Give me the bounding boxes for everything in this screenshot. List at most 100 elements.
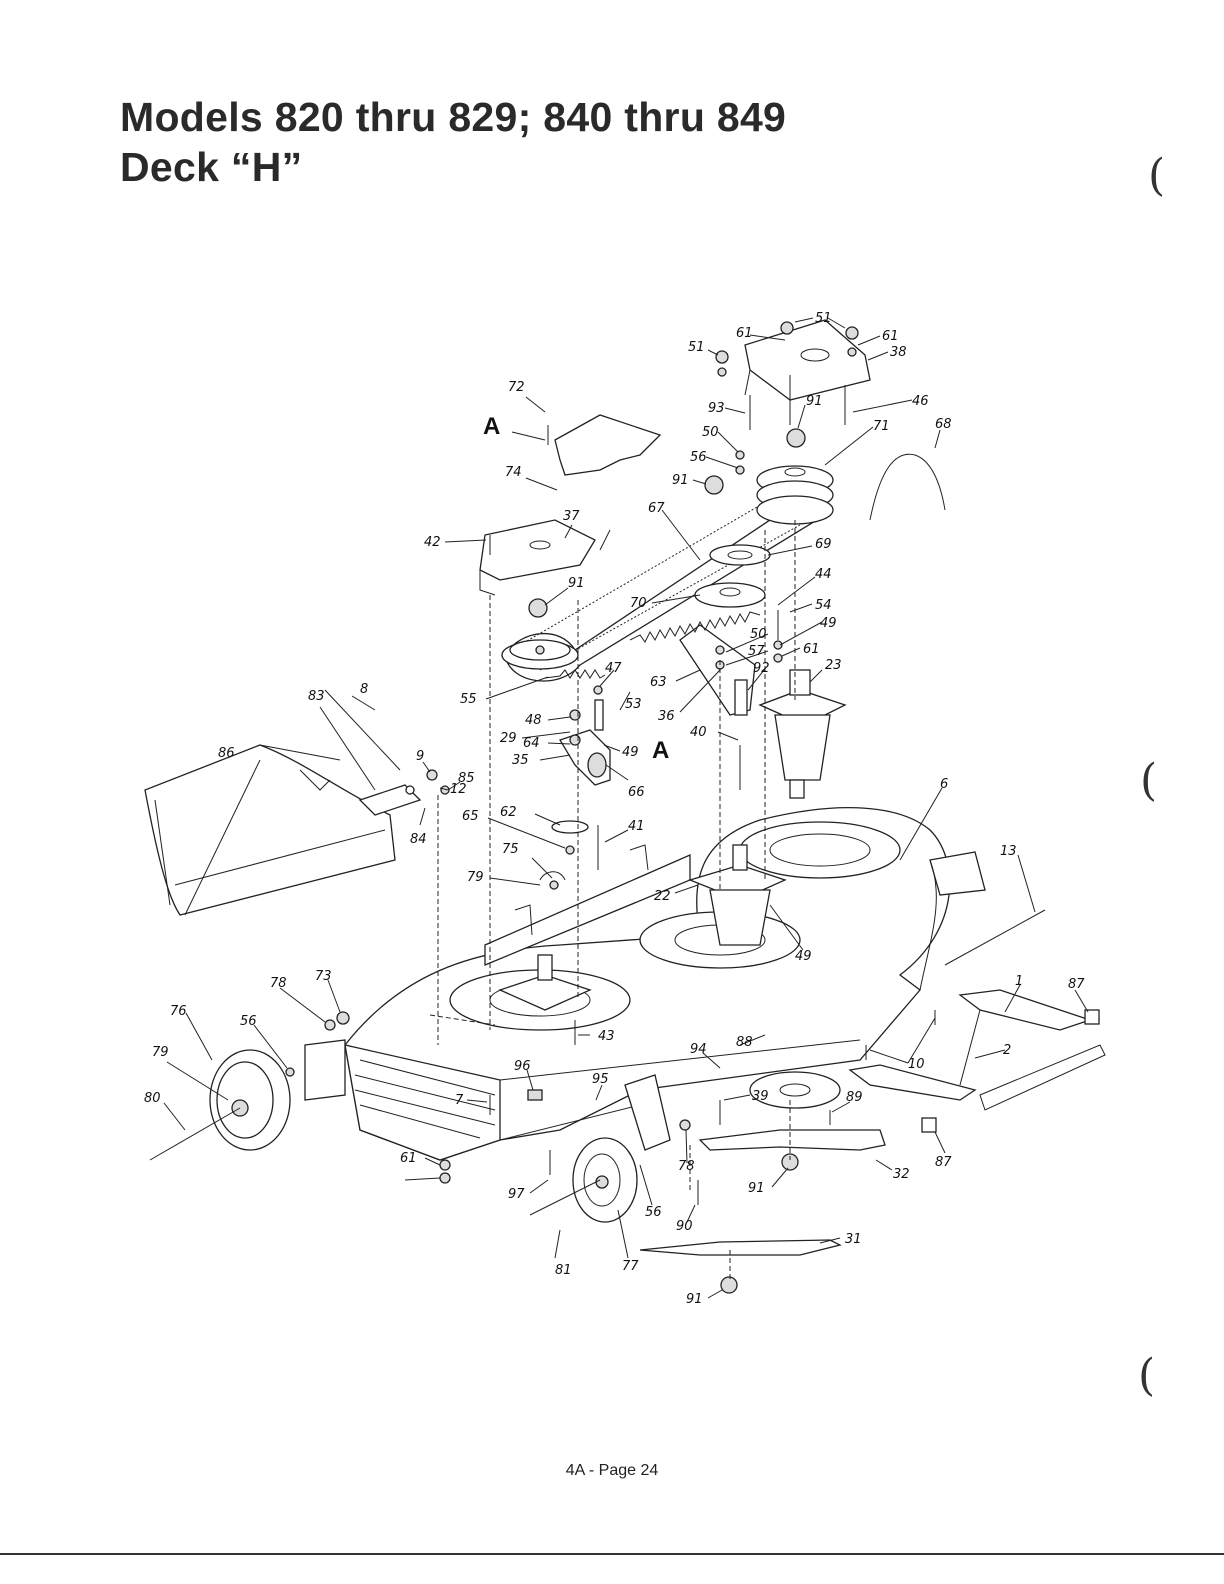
part-label: 67	[648, 501, 665, 516]
part-label: 74	[505, 465, 522, 480]
part-label: 48	[525, 713, 542, 728]
belt-guide-bracket	[554, 414, 662, 476]
part-label: 93	[708, 401, 725, 416]
part-label: 94	[690, 1042, 707, 1057]
page-number: 4A - Page 24	[565, 1462, 659, 1479]
title-line-models: Models 820 thru 829; 840 thru 849	[120, 94, 787, 140]
title-line-deck: Deck “H”	[120, 144, 303, 190]
part-label: 84	[410, 832, 427, 847]
part-label: 90	[676, 1219, 693, 1234]
part-label: 37	[563, 509, 580, 524]
part-label: 78	[270, 976, 287, 991]
part-label: 86	[218, 746, 235, 761]
rod-13	[944, 909, 1046, 966]
part-label: 23	[825, 658, 842, 673]
chute-rod-assembly	[324, 689, 450, 816]
part-label: 36	[658, 709, 675, 724]
part-label: 47	[605, 661, 622, 676]
left-deck-wheel	[149, 1039, 346, 1161]
part-label: 66	[628, 785, 645, 800]
margin-mark-bottom: (	[1138, 1350, 1156, 1401]
part-label: 7	[455, 1093, 464, 1108]
mower-blades	[639, 1071, 886, 1256]
part-label: 85	[458, 771, 475, 786]
part-label: 91	[686, 1292, 703, 1307]
spindle-right	[758, 669, 847, 799]
part-label: 79	[152, 1045, 169, 1060]
part-label: 72	[508, 380, 525, 395]
deck-housing	[344, 807, 986, 1161]
margin-mark-top: (	[1148, 150, 1166, 201]
hardware	[285, 321, 936, 1294]
part-label: 89	[846, 1090, 863, 1105]
pulleys	[501, 465, 834, 670]
part-label: 8	[360, 682, 368, 697]
part-label: 53	[625, 697, 642, 712]
part-label: 95	[592, 1072, 609, 1087]
part-label: 31	[845, 1232, 862, 1247]
part-label: 91	[568, 576, 585, 591]
part-label: 65	[462, 809, 479, 824]
part-label: 80	[144, 1091, 161, 1106]
part-label: 29	[500, 731, 517, 746]
part-label: 42	[424, 535, 441, 550]
part-label: 78	[678, 1159, 695, 1174]
part-label: 71	[873, 419, 890, 434]
part-label: 91	[748, 1181, 765, 1196]
part-label: 46	[912, 394, 929, 409]
part-label: 40	[690, 725, 707, 740]
part-label: 57	[748, 644, 765, 659]
part-label: 70	[630, 596, 647, 611]
bottom-rule	[0, 1553, 1224, 1555]
front-deck-wheel	[529, 1074, 671, 1223]
part-label: 55	[460, 692, 477, 707]
part-label: 39	[752, 1089, 769, 1104]
part-label: 68	[935, 417, 952, 432]
part-label: 2	[1003, 1043, 1011, 1058]
part-label: 77	[622, 1259, 639, 1274]
spindle-left	[498, 954, 592, 1011]
part-label: 63	[650, 675, 667, 690]
part-labels: 51 51 61 61 38 93 91 46 71 68 72 50 56 9…	[144, 311, 1085, 1307]
part-label: 61	[803, 642, 820, 657]
front-hanger-assembly	[848, 989, 1106, 1133]
part-label: 83	[308, 689, 325, 704]
spindle-center	[688, 844, 787, 946]
adjuster-bracket	[551, 699, 611, 834]
section-marker-a-lower: A	[652, 737, 669, 764]
part-label: 69	[815, 537, 832, 552]
part-label: 92	[753, 661, 770, 676]
page-title: Models 820 thru 829; 840 thru 849 Deck “…	[120, 92, 786, 192]
part-label: 1	[1015, 974, 1023, 989]
part-label: 38	[890, 345, 907, 360]
part-label: 56	[645, 1205, 662, 1220]
part-label: 12	[450, 782, 467, 797]
part-label: 96	[514, 1059, 531, 1074]
part-label: 50	[702, 425, 719, 440]
part-label: 9	[416, 749, 424, 764]
part-label: 88	[736, 1035, 753, 1050]
top-cover-plate	[744, 319, 871, 401]
part-label: 56	[690, 450, 707, 465]
part-label: 61	[882, 329, 899, 344]
part-label: 75	[502, 842, 519, 857]
section-marker-a-upper: A	[483, 413, 500, 440]
part-label: 6	[940, 777, 948, 792]
part-label: 49	[622, 745, 639, 760]
part-label: 76	[170, 1004, 187, 1019]
part-label: 91	[672, 473, 689, 488]
part-label: 87	[935, 1155, 952, 1170]
part-label: 49	[795, 949, 812, 964]
margin-mark-middle: (	[1140, 755, 1158, 806]
part-label: 22	[654, 889, 671, 904]
part-label: 51	[688, 340, 705, 355]
part-label: 41	[628, 819, 645, 834]
part-label: 91	[806, 394, 823, 409]
leader-lines	[163, 317, 1089, 1299]
part-label: 35	[512, 753, 529, 768]
part-label: 51	[815, 311, 832, 326]
part-label: 44	[815, 567, 832, 582]
part-label: 56	[240, 1014, 257, 1029]
part-label: 62	[500, 805, 517, 820]
